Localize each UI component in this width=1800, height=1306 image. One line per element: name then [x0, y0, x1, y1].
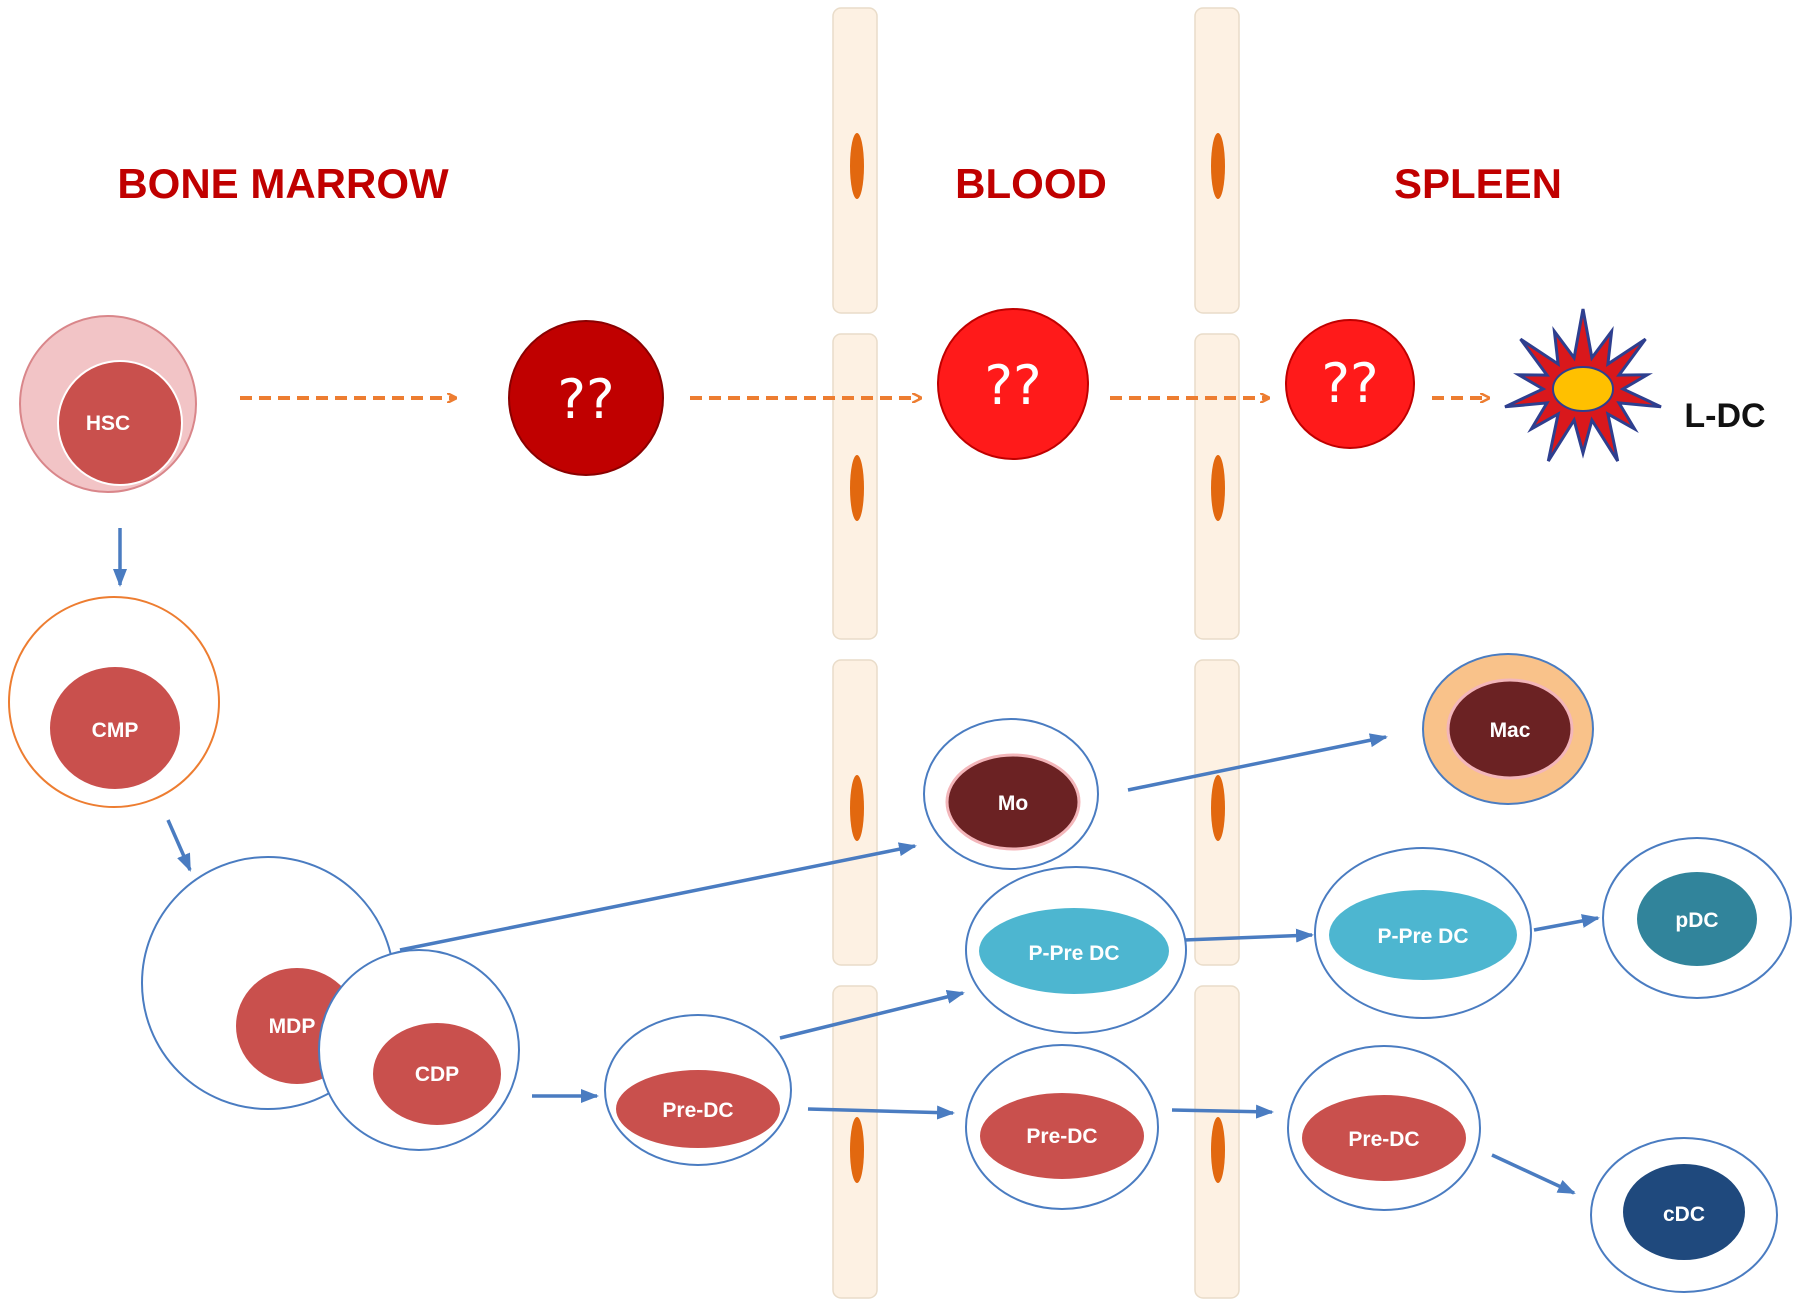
cell-label-pdc: pDC	[1675, 909, 1718, 932]
cell-label-pre-dc-blood: Pre-DC	[1026, 1125, 1097, 1148]
cell-label-mo: Mo	[998, 792, 1028, 815]
vessel-wall-left	[832, 7, 878, 1299]
cell-p-pre-dc-blood: P-Pre DC	[965, 866, 1187, 1034]
region-label-spleen: SPLEEN	[1394, 160, 1562, 207]
cell-unknown-spleen: ??	[1285, 319, 1415, 449]
region-label-bone-marrow: BONE MARROW	[117, 160, 449, 207]
cell-label-unknown-marrow: ??	[557, 368, 614, 431]
cell-pre-dc-marrow: Pre-DC	[604, 1014, 792, 1166]
cell-unknown-marrow: ??	[508, 320, 664, 476]
cell-p-pre-dc-spleen: P-Pre DC	[1314, 847, 1532, 1019]
cell-label-cdc: cDC	[1663, 1203, 1705, 1226]
cell-label-p-pre-dc-spleen: P-Pre DC	[1377, 925, 1468, 948]
cell-label-unknown-spleen: ??	[1321, 352, 1378, 415]
cell-mo: Mo	[923, 718, 1099, 870]
cell-label-cmp: CMP	[92, 719, 139, 742]
cell-label-mac: Mac	[1490, 719, 1531, 742]
vessel-wall-right	[1194, 7, 1240, 1299]
cell-unknown-blood: ??	[937, 308, 1089, 460]
cell-label-pre-dc-spleen: Pre-DC	[1348, 1128, 1419, 1151]
cell-pdc: pDC	[1602, 837, 1792, 999]
cell-cmp: CMP	[8, 596, 220, 808]
cell-cdp: CDP	[318, 949, 520, 1151]
cell-mac: Mac	[1422, 653, 1594, 805]
cell-label-hsc: HSC	[86, 412, 130, 435]
cell-pre-dc-blood: Pre-DC	[965, 1044, 1159, 1210]
cell-label-mdp: MDP	[269, 1015, 316, 1038]
cell-label-cdp: CDP	[415, 1063, 459, 1086]
cell-label-p-pre-dc-blood: P-Pre DC	[1028, 942, 1119, 965]
solid-pathway-arrows	[113, 528, 1600, 1195]
cell-l-dc	[1504, 308, 1662, 462]
cell-pre-dc-spleen: Pre-DC	[1287, 1045, 1481, 1211]
cell-label-unknown-blood: ??	[984, 354, 1041, 417]
region-label-blood: BLOOD	[955, 160, 1107, 207]
cell-hsc: HSC	[19, 315, 197, 493]
cell-cdc: cDC	[1590, 1137, 1778, 1293]
cell-label-pre-dc-marrow: Pre-DC	[662, 1099, 733, 1122]
cell-label-l-dc: L-DC	[1684, 397, 1765, 435]
